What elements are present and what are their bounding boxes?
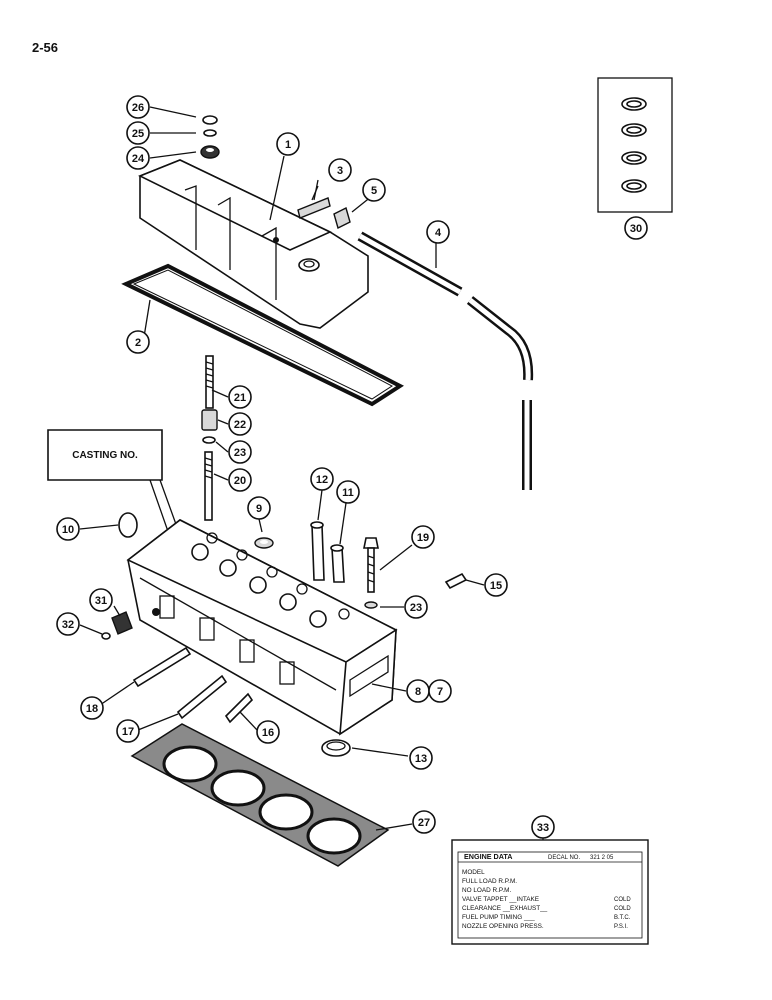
callout-5: 5 xyxy=(362,178,386,202)
svg-text:8: 8 xyxy=(415,686,421,698)
callouts: 26 25 24 1 3 5 4 30 2 21 22 23 20 12 11 … xyxy=(56,95,648,839)
svg-text:24: 24 xyxy=(132,153,145,165)
svg-text:23: 23 xyxy=(410,602,422,614)
svg-text:18: 18 xyxy=(86,703,98,715)
head-bolt xyxy=(363,537,379,609)
stud-stack xyxy=(201,355,218,521)
svg-text:23: 23 xyxy=(234,447,246,459)
decal-row-unit: COLD xyxy=(614,906,631,912)
svg-text:9: 9 xyxy=(256,503,262,515)
manifold-studs xyxy=(132,646,254,724)
decal-row-label: NO LOAD R.P.M. xyxy=(462,887,511,894)
svg-text:11: 11 xyxy=(342,487,354,499)
svg-text:31: 31 xyxy=(95,595,107,607)
svg-text:19: 19 xyxy=(417,532,429,544)
svg-text:3: 3 xyxy=(337,165,343,177)
svg-text:25: 25 xyxy=(132,128,144,140)
seal-kit-box xyxy=(597,77,673,213)
rocker-cover xyxy=(138,159,369,329)
svg-text:7: 7 xyxy=(437,686,443,698)
callout-23: 23 xyxy=(228,440,252,464)
callout-3: 3 xyxy=(328,158,352,182)
casting-label-text: CASTING NO. xyxy=(72,450,138,461)
callout-15: 15 xyxy=(484,573,508,597)
dowel-pin xyxy=(444,572,468,590)
decal-title: ENGINE DATA xyxy=(464,852,512,861)
callout-25: 25 xyxy=(126,121,150,145)
svg-text:22: 22 xyxy=(234,419,246,431)
decal-row-unit: P.S.I. xyxy=(614,924,628,930)
svg-text:21: 21 xyxy=(234,392,246,404)
callout-26: 26 xyxy=(126,95,150,119)
callout-30: 30 xyxy=(624,216,648,240)
valve-guides xyxy=(310,521,345,583)
cylinder-head xyxy=(126,519,398,736)
callout-32: 32 xyxy=(56,612,80,636)
callout-2: 2 xyxy=(126,330,150,354)
callout-20: 20 xyxy=(228,468,252,492)
svg-text:33: 33 xyxy=(537,822,549,834)
callout-13: 13 xyxy=(409,746,433,770)
engine-data-decal: ENGINE DATA DECAL NO. 321 2 05 MODEL FUL… xyxy=(451,839,649,945)
svg-text:5: 5 xyxy=(371,185,377,197)
callout-4: 4 xyxy=(426,220,450,244)
page-number: 2-56 xyxy=(32,40,59,55)
decal-row-label: CLEARANCE __EXHAUST__ xyxy=(462,905,548,912)
breather-hose xyxy=(357,231,534,490)
callout-33: 33 xyxy=(531,815,555,839)
decal-row-unit: B.T.C. xyxy=(614,915,631,921)
decal-row-label: NOZZLE OPENING PRESS. xyxy=(462,923,544,930)
callout-31: 31 xyxy=(89,588,113,612)
callout-19: 19 xyxy=(411,525,435,549)
svg-text:17: 17 xyxy=(122,726,134,738)
svg-text:12: 12 xyxy=(316,474,328,486)
callout-1: 1 xyxy=(276,132,300,156)
svg-text:15: 15 xyxy=(490,580,502,592)
svg-text:32: 32 xyxy=(62,619,74,631)
svg-text:1: 1 xyxy=(285,139,291,151)
rocker-cover-gasket xyxy=(121,263,404,407)
decal-row-label: FUEL PUMP TIMING ___ xyxy=(462,914,535,921)
decal-row-label: VALVE TAPPET __INTAKE xyxy=(462,896,539,903)
svg-text:4: 4 xyxy=(435,227,442,239)
callout-9: 9 xyxy=(247,496,271,520)
sealing-ring xyxy=(321,739,351,757)
svg-text:30: 30 xyxy=(630,223,642,235)
callout-22: 22 xyxy=(228,412,252,436)
valve-seal xyxy=(254,537,274,549)
decal-row-label: FULL LOAD R.P.M. xyxy=(462,878,517,885)
callout-17: 17 xyxy=(116,719,140,743)
expansion-plug xyxy=(118,512,138,538)
temperature-sender xyxy=(101,611,133,640)
callout-21: 21 xyxy=(228,385,252,409)
svg-text:13: 13 xyxy=(415,753,427,765)
cover-nut-stack xyxy=(200,115,220,159)
leader-lines xyxy=(79,106,544,840)
callout-8: 8 xyxy=(406,679,430,703)
head-gasket xyxy=(130,723,390,867)
callout-11: 11 xyxy=(336,480,360,504)
svg-text:10: 10 xyxy=(62,524,74,536)
decal-no: 321 2 05 xyxy=(590,855,614,861)
callout-18: 18 xyxy=(80,696,104,720)
callout-7: 7 xyxy=(428,679,452,703)
decal-row-label: MODEL xyxy=(462,869,485,876)
decal-row-unit: COLD xyxy=(614,897,631,903)
svg-text:16: 16 xyxy=(262,727,274,739)
svg-text:26: 26 xyxy=(132,102,144,114)
svg-text:2: 2 xyxy=(135,337,141,349)
callout-16: 16 xyxy=(256,720,280,744)
svg-text:20: 20 xyxy=(234,475,246,487)
callout-24: 24 xyxy=(126,146,150,170)
callout-12: 12 xyxy=(310,467,334,491)
callout-23b: 23 xyxy=(404,595,428,619)
svg-text:27: 27 xyxy=(418,817,430,829)
decal-no-label: DECAL NO. xyxy=(548,855,580,861)
callout-27: 27 xyxy=(412,810,436,834)
callout-10: 10 xyxy=(56,517,80,541)
